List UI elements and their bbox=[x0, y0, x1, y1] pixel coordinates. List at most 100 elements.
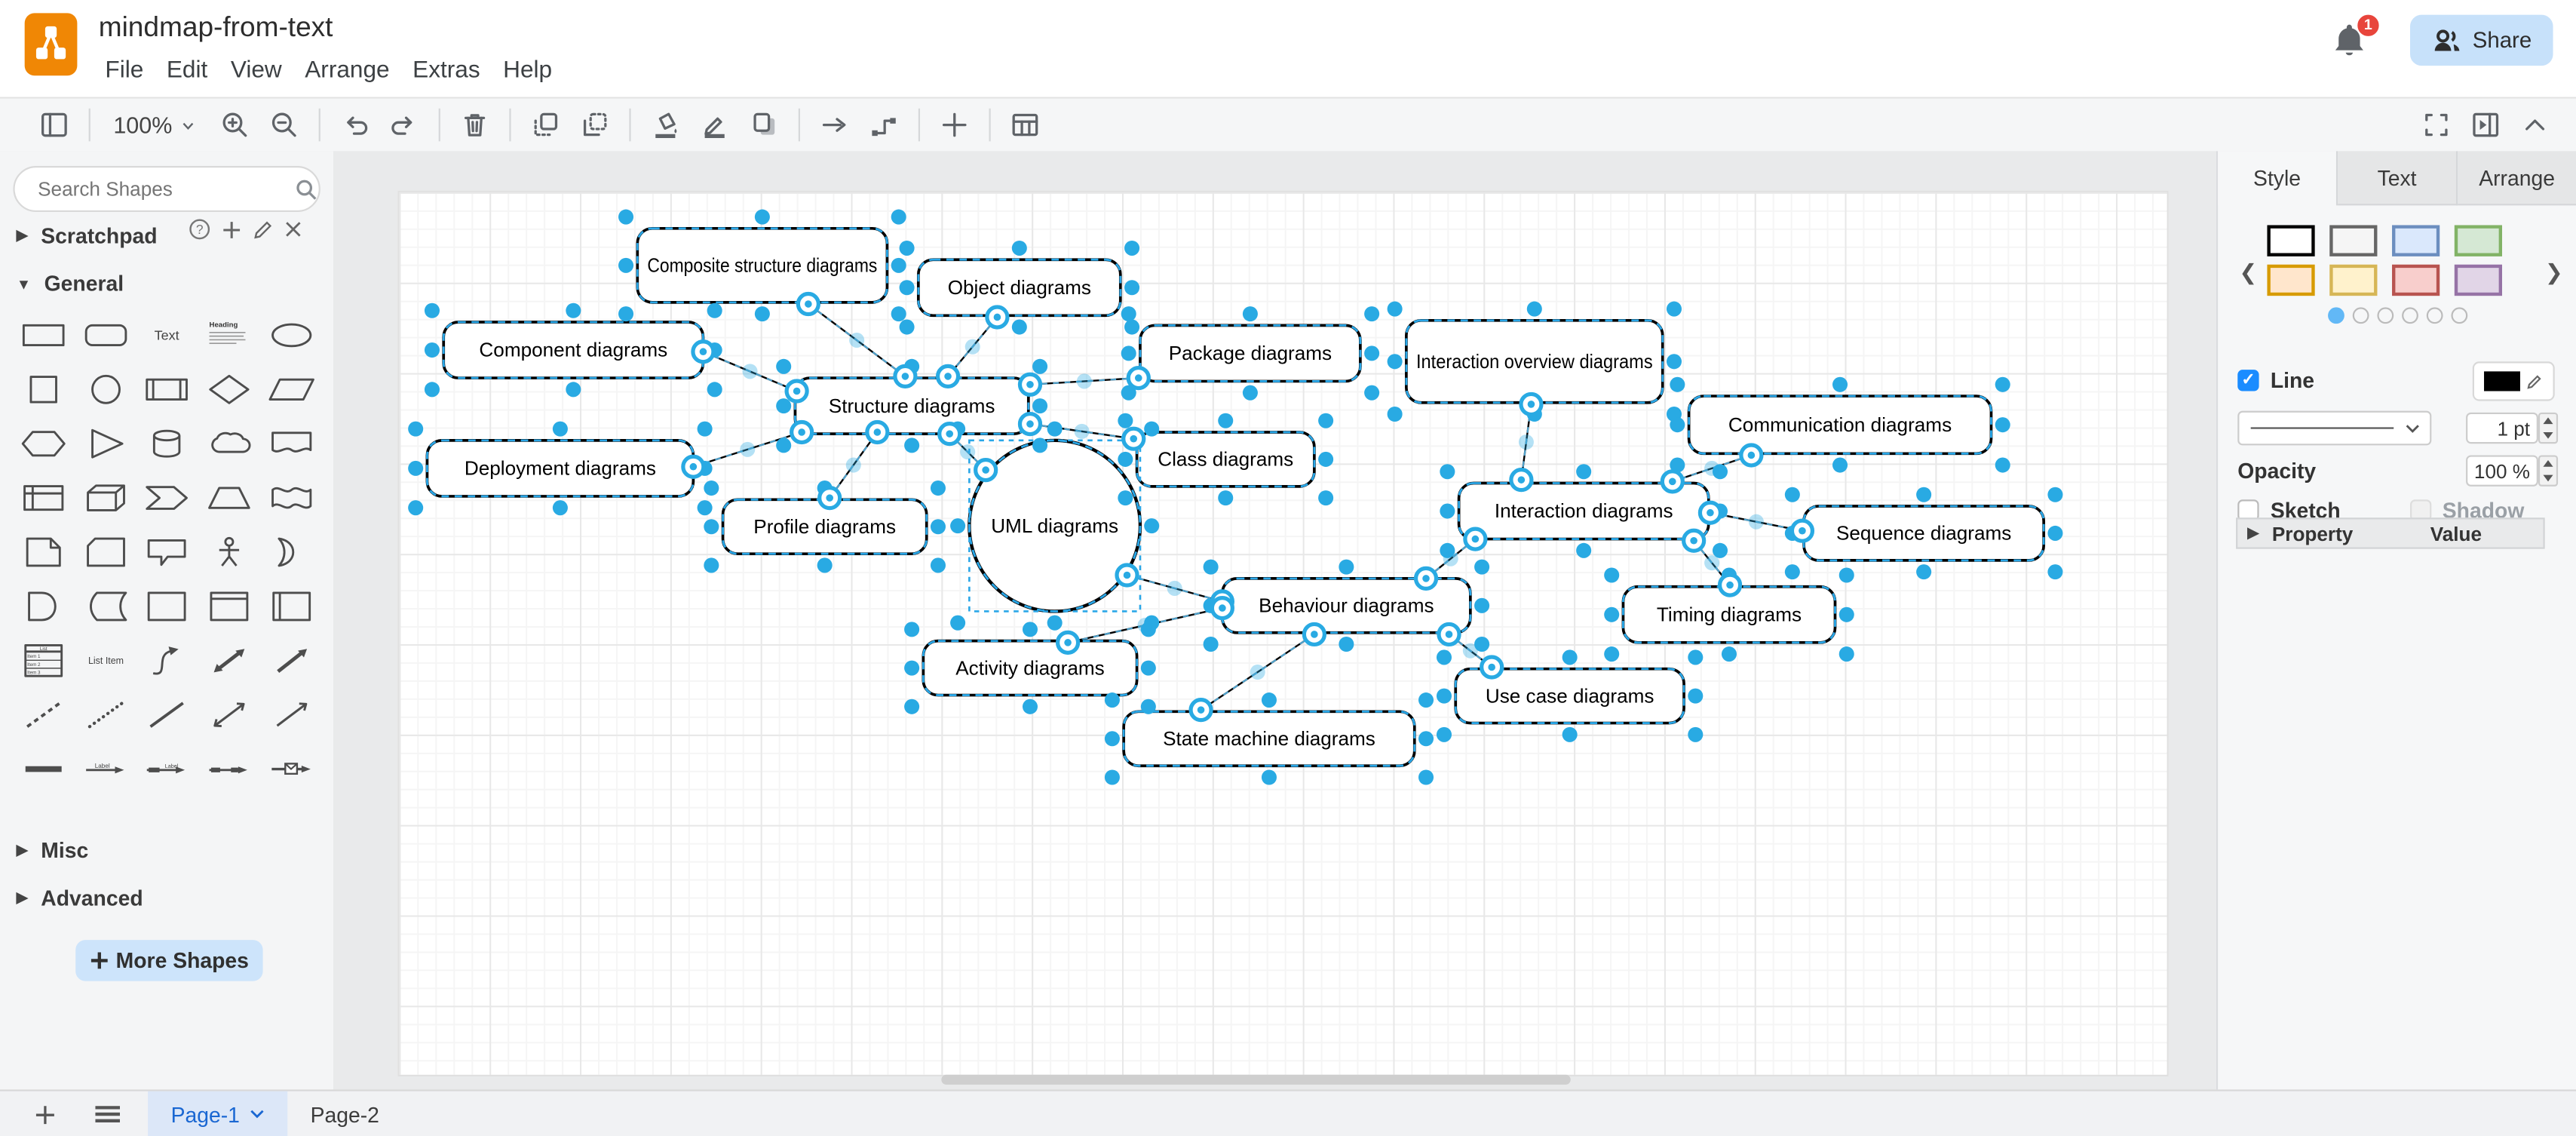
resize-handle[interactable] bbox=[1261, 692, 1277, 708]
section-scratchpad[interactable]: ▶ Scratchpad bbox=[17, 223, 158, 248]
node-deployment[interactable]: Deployment diagrams bbox=[425, 439, 695, 498]
resize-handle[interactable] bbox=[1474, 636, 1490, 652]
shadow-button[interactable] bbox=[739, 103, 788, 146]
section-advanced[interactable]: ▶ Advanced bbox=[17, 886, 143, 910]
fill-color-button[interactable] bbox=[640, 103, 689, 146]
menu-item-arrange[interactable]: Arrange bbox=[305, 57, 390, 84]
shape-diamond[interactable] bbox=[198, 361, 260, 416]
node-communication[interactable]: Communication diagrams bbox=[1687, 395, 1993, 456]
resize-handle[interactable] bbox=[1318, 413, 1334, 428]
resize-handle[interactable] bbox=[1712, 542, 1728, 558]
shape-card[interactable] bbox=[75, 524, 136, 579]
resize-handle[interactable] bbox=[1838, 606, 1854, 622]
resize-handle[interactable] bbox=[1670, 457, 1685, 473]
resize-handle[interactable] bbox=[899, 240, 915, 256]
resize-handle[interactable] bbox=[1562, 649, 1578, 665]
node-sequence[interactable]: Sequence diagrams bbox=[1802, 505, 2046, 562]
resize-handle[interactable] bbox=[904, 438, 920, 453]
node-activity[interactable]: Activity diagrams bbox=[922, 639, 1139, 697]
shape-hexagon[interactable] bbox=[13, 416, 75, 470]
resize-handle[interactable] bbox=[754, 306, 770, 322]
shape-rectangle[interactable] bbox=[13, 307, 75, 361]
resize-handle[interactable] bbox=[1104, 769, 1120, 785]
style-preset-3[interactable] bbox=[2392, 225, 2440, 256]
resize-handle[interactable] bbox=[1118, 490, 1133, 506]
shape-trapezoid[interactable] bbox=[198, 470, 260, 524]
resize-handle[interactable] bbox=[1712, 464, 1728, 480]
resize-handle[interactable] bbox=[1838, 646, 1854, 662]
resize-handle[interactable] bbox=[1436, 726, 1452, 742]
resize-handle[interactable] bbox=[1784, 564, 1800, 580]
resize-handle[interactable] bbox=[1387, 406, 1403, 422]
edge[interactable] bbox=[1029, 376, 1139, 385]
shape-horizontal-container[interactable] bbox=[260, 579, 322, 633]
resize-handle[interactable] bbox=[1440, 503, 1455, 519]
resize-handle[interactable] bbox=[618, 209, 634, 225]
style-preset-5[interactable] bbox=[2267, 264, 2315, 296]
resize-handle[interactable] bbox=[1526, 301, 1542, 317]
resize-handle[interactable] bbox=[754, 209, 770, 225]
resize-handle[interactable] bbox=[408, 460, 424, 476]
line-color-button[interactable] bbox=[690, 103, 739, 146]
line-width-input[interactable]: 1 pt bbox=[2466, 412, 2538, 444]
resize-handle[interactable] bbox=[1032, 438, 1048, 453]
shape-container[interactable] bbox=[136, 579, 198, 633]
search-icon[interactable] bbox=[296, 178, 317, 199]
shape-arrow-source-label[interactable]: Label bbox=[136, 741, 198, 796]
shape-dashed-line[interactable] bbox=[13, 687, 75, 741]
resize-handle[interactable] bbox=[1916, 564, 1932, 580]
scratchpad-edit-icon[interactable] bbox=[253, 220, 273, 239]
horizontal-scrollbar[interactable] bbox=[941, 1074, 1571, 1085]
resize-handle[interactable] bbox=[424, 302, 440, 318]
resize-handle[interactable] bbox=[1022, 698, 1038, 714]
shape-list-item[interactable]: List Item bbox=[75, 633, 136, 687]
shape-step[interactable] bbox=[136, 470, 198, 524]
shape-curve[interactable] bbox=[136, 633, 198, 687]
resize-handle[interactable] bbox=[1121, 385, 1136, 401]
shape-tape[interactable] bbox=[260, 470, 322, 524]
scratchpad-close-icon[interactable] bbox=[284, 220, 302, 238]
resize-handle[interactable] bbox=[566, 302, 581, 318]
search-shapes-box[interactable] bbox=[13, 166, 320, 213]
resize-handle[interactable] bbox=[776, 438, 792, 453]
resize-handle[interactable] bbox=[1436, 688, 1452, 704]
resize-handle[interactable] bbox=[1832, 457, 1848, 473]
line-checkbox[interactable]: ✓ bbox=[2237, 370, 2259, 391]
resize-handle[interactable] bbox=[1666, 354, 1682, 370]
resize-handle[interactable] bbox=[552, 500, 568, 516]
resize-handle[interactable] bbox=[1562, 726, 1578, 742]
preset-page-dot-3[interactable] bbox=[2377, 307, 2394, 324]
insert-plus-button[interactable] bbox=[930, 103, 979, 146]
resize-handle[interactable] bbox=[1604, 646, 1620, 662]
resize-handle[interactable] bbox=[1203, 636, 1219, 652]
resize-handle[interactable] bbox=[1140, 698, 1156, 714]
section-general[interactable]: ▼ General bbox=[17, 271, 124, 296]
style-preset-1[interactable] bbox=[2267, 225, 2315, 256]
drawio-logo-icon[interactable] bbox=[24, 13, 78, 76]
search-shapes-input[interactable] bbox=[34, 176, 296, 202]
shape-actor[interactable] bbox=[198, 524, 260, 579]
shape-square[interactable] bbox=[13, 361, 75, 416]
resize-handle[interactable] bbox=[408, 500, 424, 516]
resize-handle[interactable] bbox=[424, 382, 440, 398]
style-preset-4[interactable] bbox=[2454, 225, 2503, 256]
shape-callout[interactable] bbox=[136, 524, 198, 579]
menu-item-extras[interactable]: Extras bbox=[412, 57, 480, 84]
resize-handle[interactable] bbox=[1670, 376, 1685, 392]
resize-handle[interactable] bbox=[1387, 301, 1403, 317]
delete-button[interactable] bbox=[450, 103, 499, 146]
resize-handle[interactable] bbox=[1144, 421, 1160, 437]
resize-handle[interactable] bbox=[1670, 417, 1685, 433]
resize-handle[interactable] bbox=[697, 421, 713, 437]
node-interaction[interactable]: Interaction diagrams bbox=[1457, 481, 1710, 541]
pages-menu-icon[interactable] bbox=[82, 1093, 131, 1136]
resize-handle[interactable] bbox=[1604, 567, 1620, 583]
node-interaction-overview[interactable]: Interaction overview diagrams bbox=[1405, 318, 1664, 404]
resize-handle[interactable] bbox=[904, 698, 920, 714]
preset-page-dot-2[interactable] bbox=[2352, 307, 2369, 324]
edge[interactable] bbox=[1029, 422, 1134, 440]
resize-handle[interactable] bbox=[2047, 564, 2063, 580]
more-shapes-button[interactable]: More Shapes bbox=[75, 940, 263, 981]
resize-handle[interactable] bbox=[1318, 451, 1334, 467]
